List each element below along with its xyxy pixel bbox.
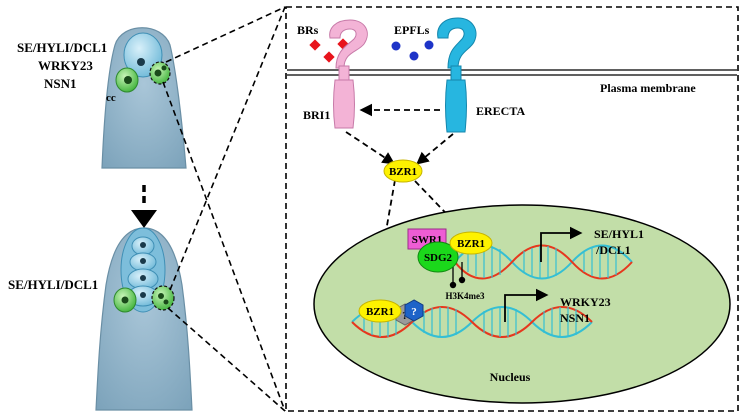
complex-1: SWR1 SDG2 BZR1 H3K4me3: [407, 228, 493, 301]
unknown-factor-blue: [404, 299, 424, 322]
unknown-factor-blue-label: ?: [411, 306, 417, 318]
bottom-gene-1: SE/HYLI/DCL1: [8, 277, 98, 292]
zoom-panel-frame: [285, 6, 739, 412]
cc-label: cc: [106, 92, 116, 104]
complex-2: ? ? BZR1: [358, 299, 424, 326]
complex-1-target-2: /DCL1: [595, 243, 631, 257]
meristem-top: [101, 27, 187, 169]
nucleus-label: Nucleus: [490, 370, 531, 384]
plasma-membrane: [287, 69, 737, 76]
erecta-receptor: [437, 17, 477, 133]
plasma-membrane-label: Plasma membrane: [600, 81, 696, 95]
meristem-bottom: [95, 227, 193, 411]
transcription-arrow-2: [504, 288, 549, 322]
complex-2-target-1: WRKY23: [560, 295, 611, 309]
bzr1-nuclear-2: [358, 299, 402, 323]
histone-mark-label: H3K4me3: [446, 291, 485, 301]
bzr1-cytoplasm-label: BZR1: [389, 166, 417, 178]
top-gene-1: SE/HYLI/DCL1: [17, 40, 107, 55]
top-gene-3: NSN1: [44, 76, 77, 91]
epfls-label: EPFLs: [394, 23, 430, 37]
top-gene-2: WRKY23: [38, 58, 93, 73]
transcription-arrow-1: [540, 226, 583, 262]
zoom-guides: [162, 6, 286, 412]
bzr1-nuclear-2-label: BZR1: [366, 306, 394, 318]
sdg2-ellipse: [417, 241, 459, 273]
bzr1-nuclear-1-label: BZR1: [457, 238, 485, 250]
bri1-label: BRI1: [303, 108, 330, 122]
bri1-receptor: [329, 19, 368, 129]
development-arrow: [131, 185, 157, 228]
epfls-ligands: [391, 40, 434, 61]
bzr1-nuclear-1: [449, 231, 493, 255]
complex-2-target-2: NSN1: [560, 311, 590, 325]
erecta-label: ERECTA: [476, 104, 525, 118]
sdg2-label: SDG2: [424, 252, 453, 264]
brs-ligands: [309, 38, 349, 63]
bzr1-cytoplasm: BZR1: [383, 159, 423, 183]
complex-1-target-1: SE/HYL1: [594, 227, 644, 241]
brs-label: BRs: [297, 23, 319, 37]
